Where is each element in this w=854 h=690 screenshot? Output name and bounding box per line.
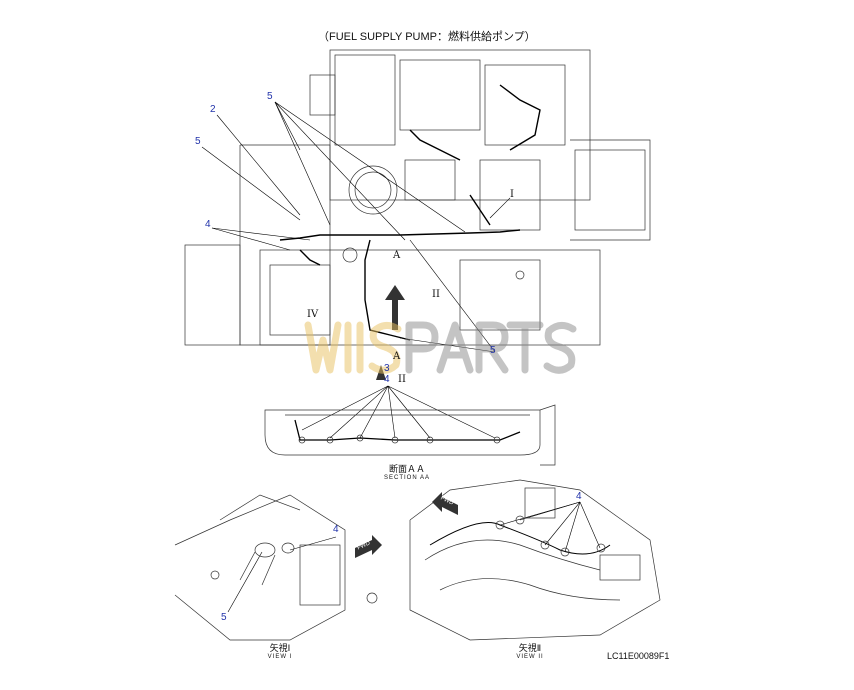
wiring-harness	[279, 84, 541, 341]
callout-4: 4	[384, 374, 390, 385]
callout-5: 5	[267, 91, 273, 102]
view-i-label: 矢視Ⅰ VIEW I	[260, 641, 300, 660]
view-marker-ii: II	[432, 289, 440, 300]
section-marker-a: A	[393, 351, 401, 362]
view-i-jp: 矢視Ⅰ	[269, 643, 291, 653]
view-marker-iv: IV	[307, 309, 319, 320]
view-marker-ii: II	[398, 374, 406, 385]
callout-3: 3	[384, 363, 390, 374]
callout-5: 5	[490, 345, 496, 356]
callout-5: 5	[195, 136, 201, 147]
view-marker-i: I	[510, 189, 514, 200]
drawing-code: LC11E00089F1	[607, 651, 670, 661]
section-aa-en: SECTION AA	[383, 475, 430, 481]
view-i-drawing	[174, 494, 378, 641]
callout-5: 5	[221, 612, 227, 623]
fwd-arrows	[355, 285, 458, 558]
callout-4: 4	[205, 219, 211, 230]
view-ii-label: 矢視Ⅱ VIEW II	[510, 641, 550, 660]
section-aa-jp: 断面ＡＡ	[388, 464, 425, 474]
view-ii-jp: 矢視Ⅱ	[518, 643, 542, 653]
callout-4: 4	[576, 491, 582, 502]
callout-4: 4	[333, 524, 339, 535]
frame-plan-view	[184, 49, 651, 346]
section-aa-drawing	[264, 404, 556, 466]
section-marker-a: A	[393, 250, 401, 261]
page-title: （FUEL SUPPLY PUMP：燃料供給ポンプ）	[318, 31, 536, 43]
callout-2: 2	[210, 104, 216, 115]
view-i-en: VIEW I	[267, 654, 293, 660]
view-ii-drawing	[409, 479, 661, 641]
section-aa-label: 断面ＡＡ SECTION AA	[372, 462, 442, 481]
view-ii-en: VIEW II	[516, 654, 544, 660]
